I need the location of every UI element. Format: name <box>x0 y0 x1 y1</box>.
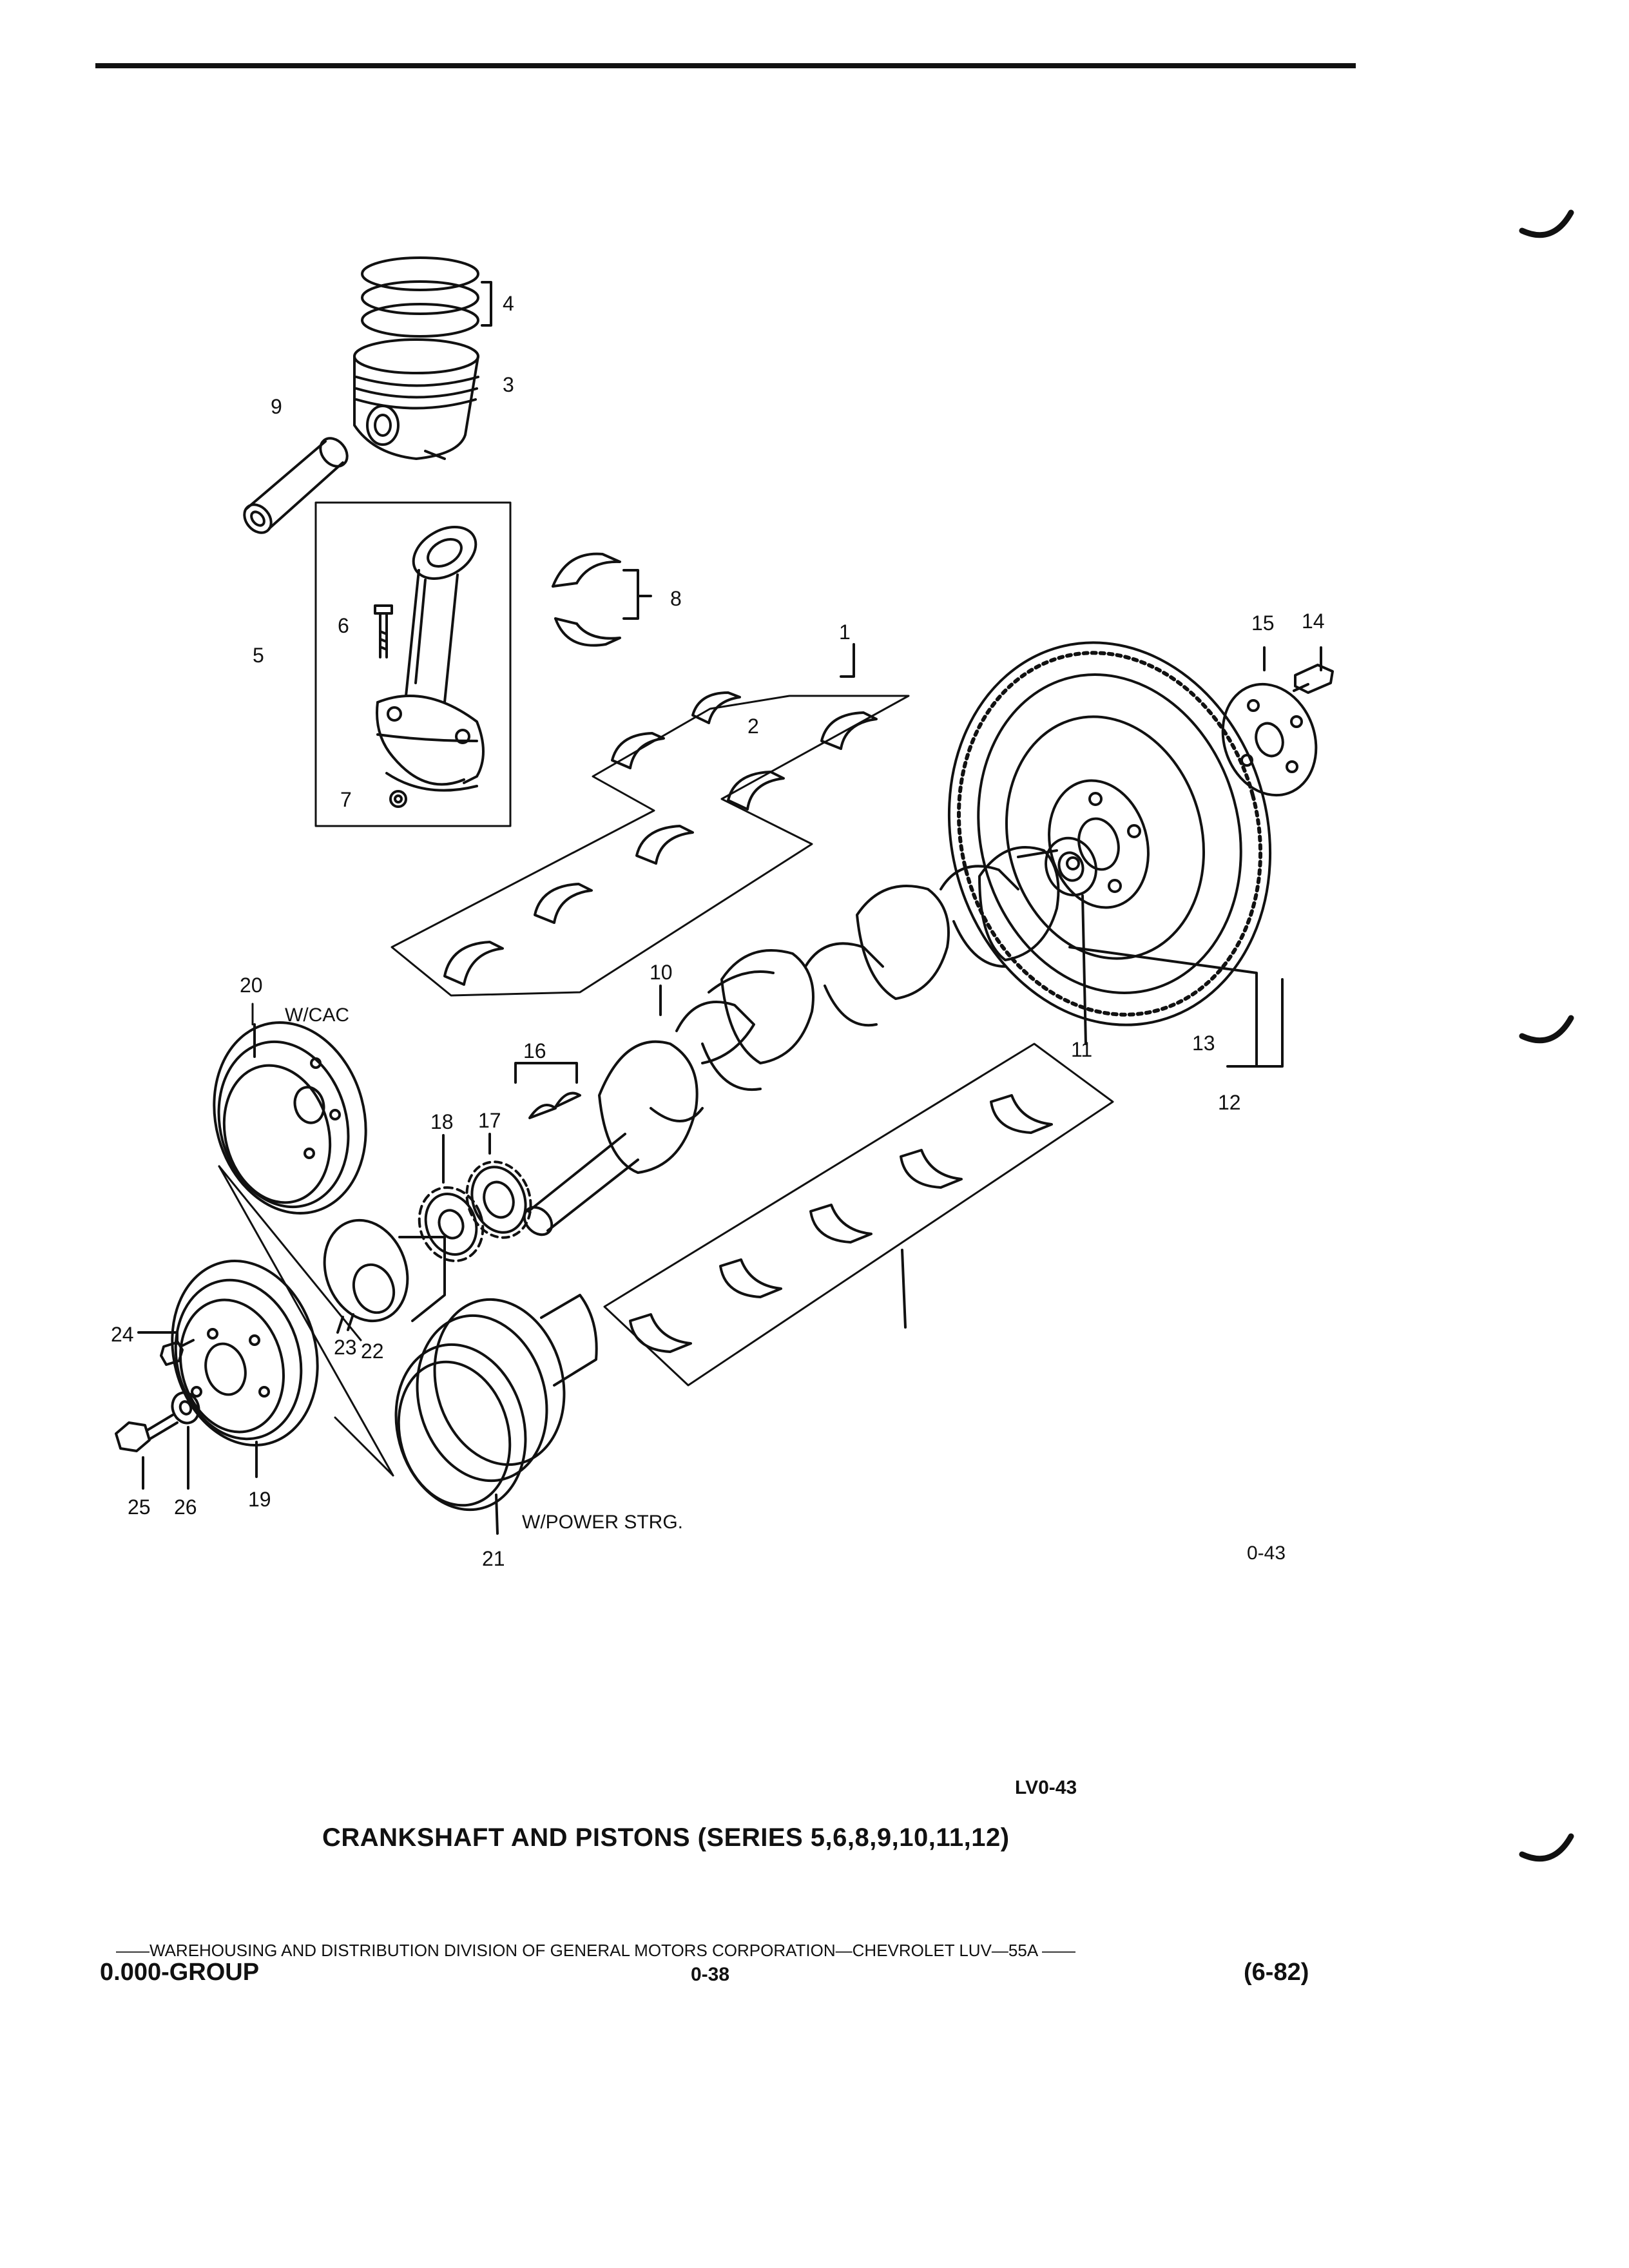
connecting-rod <box>376 526 485 792</box>
callout-labels: 1 2 3 4 5 6 7 8 9 10 11 12 13 14 15 16 1… <box>111 292 1325 1570</box>
note-w-power-strg: W/POWER STRG. <box>522 1512 683 1533</box>
crank-bolt <box>115 1414 178 1490</box>
binding-mark-1 <box>1519 209 1574 238</box>
power-steering-pulley <box>394 1294 598 1535</box>
rod-bolt <box>374 604 393 658</box>
figure-number: 0-43 <box>1247 1542 1286 1564</box>
crank-washer <box>171 1391 200 1490</box>
pulley-bolt-small <box>137 1331 195 1366</box>
note-w-cac: W/CAC <box>285 1004 349 1026</box>
callout-2: 2 <box>747 715 759 738</box>
callout-8: 8 <box>670 587 682 610</box>
callout-14: 14 <box>1302 610 1325 633</box>
callout-6: 6 <box>338 614 349 637</box>
lower-bearing-tray <box>603 1043 1114 1387</box>
lower-main-bearings <box>629 1094 1053 1353</box>
piston-rings <box>361 256 492 338</box>
binding-mark-2 <box>1519 1015 1574 1044</box>
callout-3: 3 <box>503 373 514 396</box>
callout-24: 24 <box>111 1323 134 1346</box>
reference-code: LV0-43 <box>1015 1777 1077 1798</box>
callout-21: 21 <box>482 1547 505 1570</box>
callout-19: 19 <box>248 1488 271 1511</box>
flywheel-plate <box>1221 646 1318 797</box>
alternate-pulley-bracket <box>218 1003 394 1477</box>
footer-date: (6-82) <box>1244 1959 1309 1986</box>
callout-10: 10 <box>650 961 673 984</box>
crankshaft <box>523 846 1060 1236</box>
callout-7: 7 <box>340 788 352 811</box>
callout-25: 25 <box>128 1495 151 1519</box>
callout-15: 15 <box>1251 611 1275 635</box>
pulley-hub <box>323 1218 446 1334</box>
callout-12: 12 <box>1218 1091 1241 1114</box>
footer-group: 0.000-GROUP <box>100 1959 260 1986</box>
crank-sprocket <box>465 1133 532 1239</box>
callout-13: 13 <box>1192 1032 1215 1055</box>
pilot-bearing <box>1045 836 1097 1045</box>
callout-11: 11 <box>1071 1038 1092 1061</box>
rod-bearings <box>552 552 652 647</box>
page-caption: CRANKSHAFT AND PISTONS (SERIES 5,6,8,9,1… <box>322 1823 1010 1852</box>
callout-1: 1 <box>839 620 851 644</box>
top-rule <box>95 63 1356 68</box>
ac-pulley <box>213 1021 367 1215</box>
callout-22: 22 <box>361 1340 384 1363</box>
callout-16: 16 <box>523 1039 546 1062</box>
footer-publisher-line: ——WAREHOUSING AND DISTRIBUTION DIVISION … <box>116 1941 1075 1960</box>
callout-5: 5 <box>253 644 264 667</box>
oil-pump-sprocket <box>418 1134 485 1262</box>
callout-18: 18 <box>430 1110 454 1133</box>
binding-mark-3 <box>1519 1833 1574 1862</box>
connecting-rod-box <box>314 501 512 827</box>
woodruff-keys <box>514 1062 581 1119</box>
callout-20: 20 <box>240 974 263 997</box>
callout-9: 9 <box>271 395 282 418</box>
callout-4: 4 <box>503 292 514 315</box>
piston <box>353 338 479 460</box>
callout-23: 23 <box>334 1336 357 1359</box>
rod-nut <box>389 790 407 808</box>
callout-26: 26 <box>174 1495 197 1519</box>
upper-bearing-tray <box>390 695 910 997</box>
upper-main-bearings <box>443 643 878 986</box>
piston-pin <box>243 437 349 534</box>
footer-page-number: 0-38 <box>691 1964 730 1985</box>
flywheel-bolt <box>1293 646 1334 694</box>
callout-17: 17 <box>478 1109 501 1132</box>
